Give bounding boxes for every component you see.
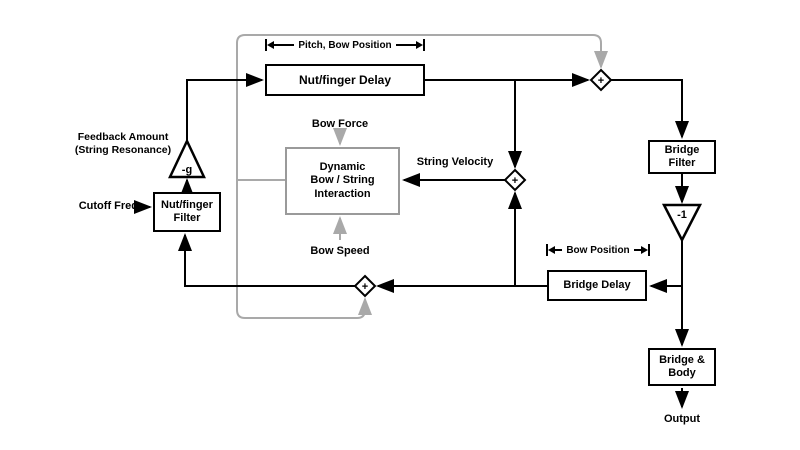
annotation-bow-position: Bow Position [546, 244, 650, 256]
adder-bottom-nut [353, 274, 377, 298]
block-label-line: Body [668, 367, 696, 379]
block-nut-finger-filter: Nut/finger Filter [153, 192, 221, 232]
label-feedback-amount-line1: Feedback Amount [77, 131, 169, 143]
annotation-label: Bow Position [566, 244, 630, 256]
block-label: Bridge Delay [563, 278, 631, 291]
label-cutoff-freq: Cutoff Freq [78, 200, 138, 212]
dimension-line [274, 44, 295, 46]
block-label-line: Nut/finger [161, 198, 213, 211]
block-label-line: Filter [173, 212, 201, 224]
label-feedback-amount-line2: (String Resonance) [74, 144, 172, 157]
block-label-line: Bow / String [310, 174, 375, 187]
block-bridge-and-body: Bridge & Body [648, 348, 716, 386]
label-bow-force: Bow Force [311, 118, 369, 130]
block-label: Nut/finger Delay [298, 72, 391, 87]
block-nut-finger-delay: Nut/finger Delay [265, 64, 425, 96]
label-output: Output [663, 413, 701, 425]
dimension-line [555, 249, 563, 251]
arrow-right-icon [416, 41, 423, 49]
annotation-label: Pitch, Bow Position [298, 39, 392, 51]
arrow-left-icon [548, 246, 555, 254]
wire-interaction-to-bottom-adder [236, 180, 372, 319]
wire-bottom-adder-to-nut-filter [178, 233, 355, 287]
dimension-line [395, 44, 416, 46]
dimension-tick [648, 244, 650, 256]
adder-string-velocity [503, 168, 527, 192]
label-feedback-amount: Feedback Amount (String Resonance) [48, 131, 198, 157]
dimension-tick [546, 244, 548, 256]
block-label-line: Interaction [314, 187, 371, 200]
block-label-line: Filter [668, 157, 696, 169]
arrow-left-icon [267, 41, 274, 49]
block-label-line: Bridge [664, 143, 700, 156]
label-bow-speed: Bow Speed [310, 245, 370, 257]
block-bridge-filter: Bridge Filter [648, 140, 716, 174]
wire-gain-to-nutdelay [186, 73, 264, 141]
dimension-line [633, 249, 641, 251]
block-bridge-delay: Bridge Delay [547, 270, 647, 301]
arrow-right-icon [641, 246, 648, 254]
dimension-tick [265, 39, 267, 51]
gain-nut-feedback-label: -g [182, 164, 192, 176]
block-label-line: Dynamic [319, 161, 366, 174]
inverter-bridge-label: -1 [677, 209, 687, 221]
inverter-triangle-bridge [661, 203, 703, 243]
adder-top-bridge [589, 68, 613, 92]
wire-interaction-to-top-adder [236, 34, 608, 180]
gain-triangle-nut-feedback [168, 138, 206, 179]
block-dynamic-bow-string-interaction: Dynamic Bow / String Interaction [285, 147, 400, 215]
label-string-velocity: String Velocity [416, 156, 494, 168]
plus-icon: + [598, 75, 604, 87]
block-label-line: Bridge & [659, 353, 705, 366]
plus-icon: + [512, 175, 518, 187]
plus-icon: + [362, 281, 368, 293]
annotation-pitch-bow-position: Pitch, Bow Position [265, 39, 425, 51]
dimension-tick [423, 39, 425, 51]
wire-top-adder-to-bridge-filter [611, 79, 689, 139]
